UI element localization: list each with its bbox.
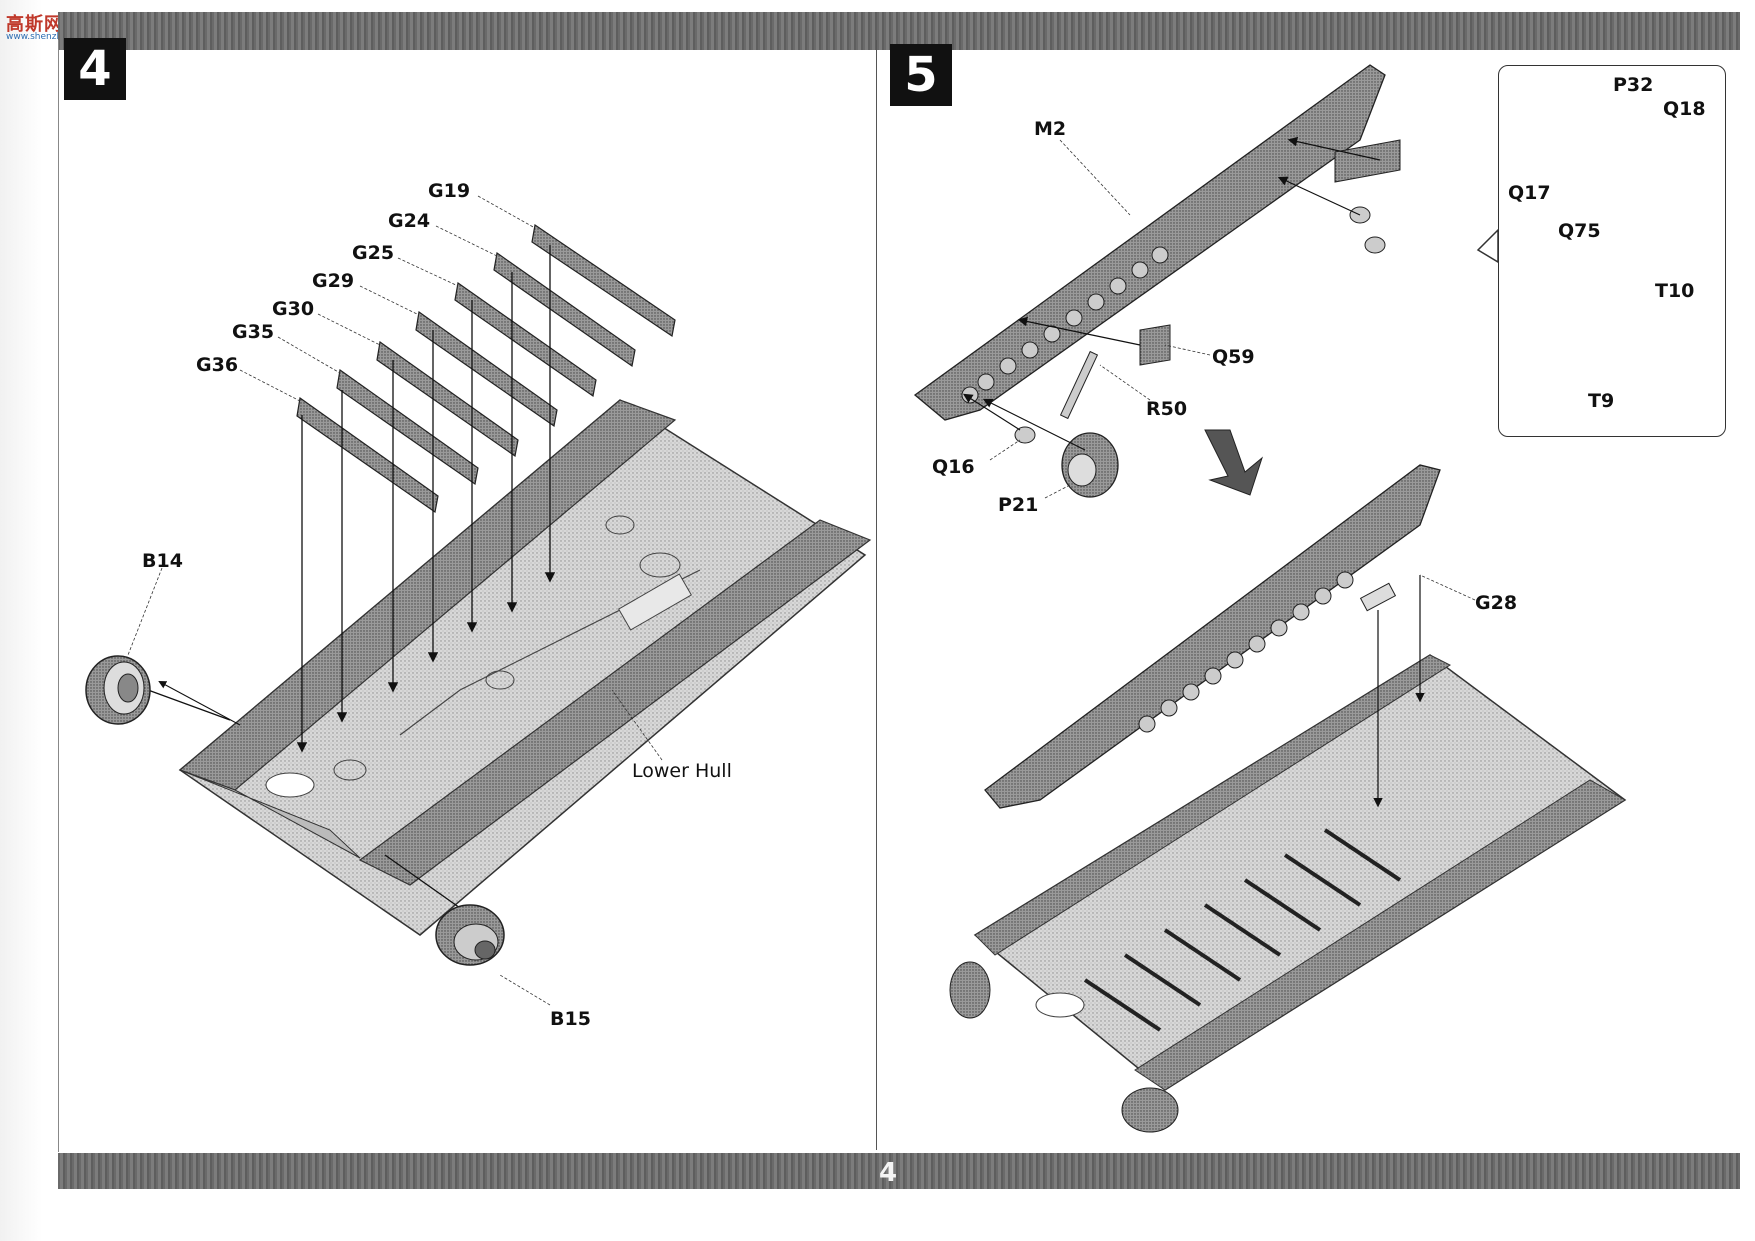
part-g24: G24 <box>388 210 431 232</box>
part-q16: Q16 <box>932 456 975 478</box>
step-divider <box>876 40 877 1150</box>
step-4-badge: 4 <box>64 38 126 100</box>
part-p21: P21 <box>998 494 1039 516</box>
step5-side-panel-m2 <box>913 64 1401 498</box>
step4-strips <box>296 223 676 514</box>
top-bar <box>58 12 1740 50</box>
step4-lower-hull <box>178 399 872 936</box>
detail-inset <box>1498 65 1726 437</box>
part-r50: R50 <box>1146 398 1188 420</box>
part-q17: Q17 <box>1508 182 1551 204</box>
step5-upper-guides <box>962 136 1381 451</box>
part-g28: G28 <box>1475 592 1518 614</box>
next-step-arrow <box>1204 429 1264 496</box>
part-g30: G30 <box>272 298 315 320</box>
sprocket-b15 <box>384 854 505 966</box>
page-number: 4 <box>878 1158 898 1188</box>
part-q75: Q75 <box>1558 220 1601 242</box>
sprocket-b14 <box>85 655 241 726</box>
part-g25: G25 <box>352 242 395 264</box>
part-t10: T10 <box>1655 280 1695 302</box>
part-q59: Q59 <box>1212 346 1255 368</box>
lower-hull-label: Lower Hull <box>632 760 732 782</box>
panel-edge <box>58 40 59 1152</box>
part-g36: G36 <box>196 354 239 376</box>
site-logo-url: www.shenzhen.com <box>6 32 96 42</box>
bottom-bar <box>58 1153 1740 1189</box>
part-m2: M2 <box>1034 118 1067 140</box>
scan-edge <box>0 0 60 1241</box>
step5-assembled-hull <box>949 464 1627 1133</box>
part-t9: T9 <box>1588 390 1615 412</box>
step4-leaders <box>127 195 663 1006</box>
part-g35: G35 <box>232 321 275 343</box>
part-q18: Q18 <box>1663 98 1706 120</box>
step4-guide-lines <box>296 245 556 753</box>
step5-leaders <box>989 139 1476 601</box>
part-g29: G29 <box>312 270 355 292</box>
site-logo: 高斯网 <box>6 14 63 35</box>
part-b14: B14 <box>142 550 183 572</box>
part-g19: G19 <box>428 180 471 202</box>
step-5-badge: 5 <box>890 44 952 106</box>
part-b15: B15 <box>550 1008 591 1030</box>
part-p32: P32 <box>1613 74 1654 96</box>
